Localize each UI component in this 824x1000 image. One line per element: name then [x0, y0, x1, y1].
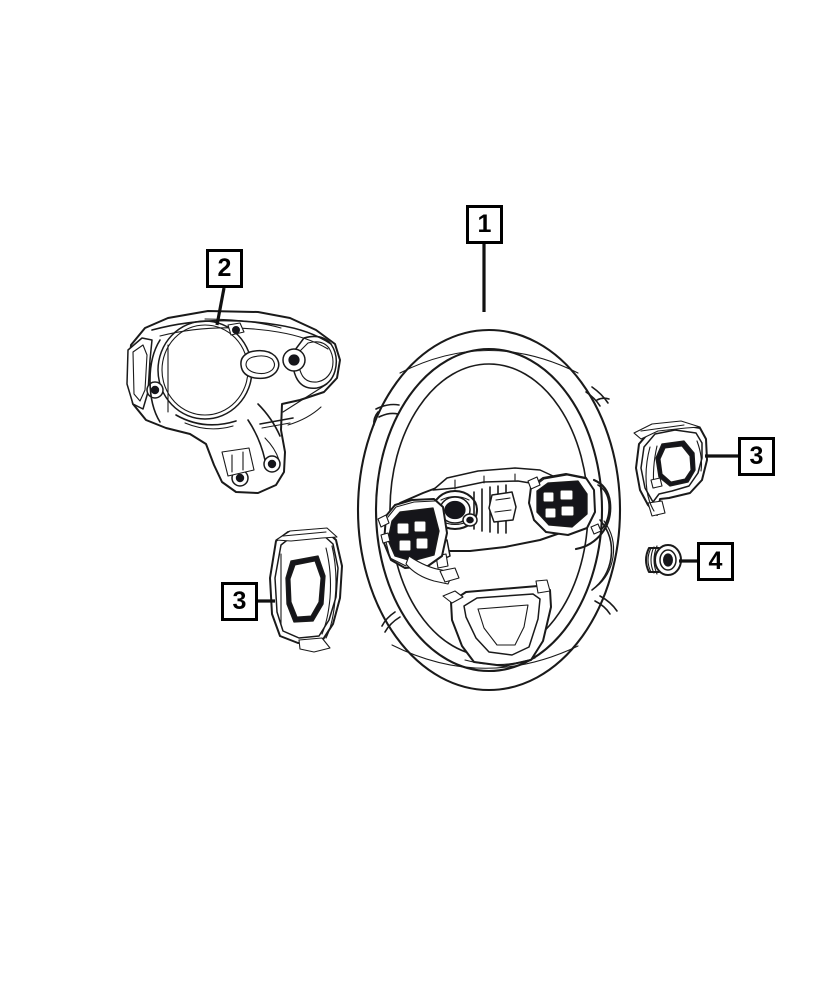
part-mounting-screw — [645, 544, 682, 576]
part-switch-bezel-right — [633, 420, 708, 517]
part-back-cover — [126, 310, 341, 494]
callout-label-4: 4 — [708, 547, 723, 575]
callout-box-4[interactable]: 4 — [697, 542, 734, 581]
callout-leader-lines — [215, 244, 738, 603]
callout-label-1: 1 — [477, 210, 492, 238]
part-steering-wheel — [356, 328, 622, 692]
leader-2 — [215, 287, 226, 326]
callout-box-2[interactable]: 2 — [206, 249, 243, 288]
steering-wheel-armature — [377, 467, 615, 591]
callout-box-3-right[interactable]: 3 — [738, 437, 775, 476]
callout-box-1[interactable]: 1 — [466, 205, 503, 244]
callout-label-2: 2 — [217, 254, 232, 282]
bottom-spoke-trim — [442, 579, 552, 667]
switch-pod-left[interactable] — [377, 498, 448, 569]
callout-label-3-left: 3 — [232, 587, 247, 615]
callout-label-3-right: 3 — [749, 442, 764, 470]
callout-box-3-left[interactable]: 3 — [221, 582, 258, 621]
switch-pod-right[interactable] — [527, 473, 612, 551]
part-switch-bezel-left — [269, 527, 343, 653]
